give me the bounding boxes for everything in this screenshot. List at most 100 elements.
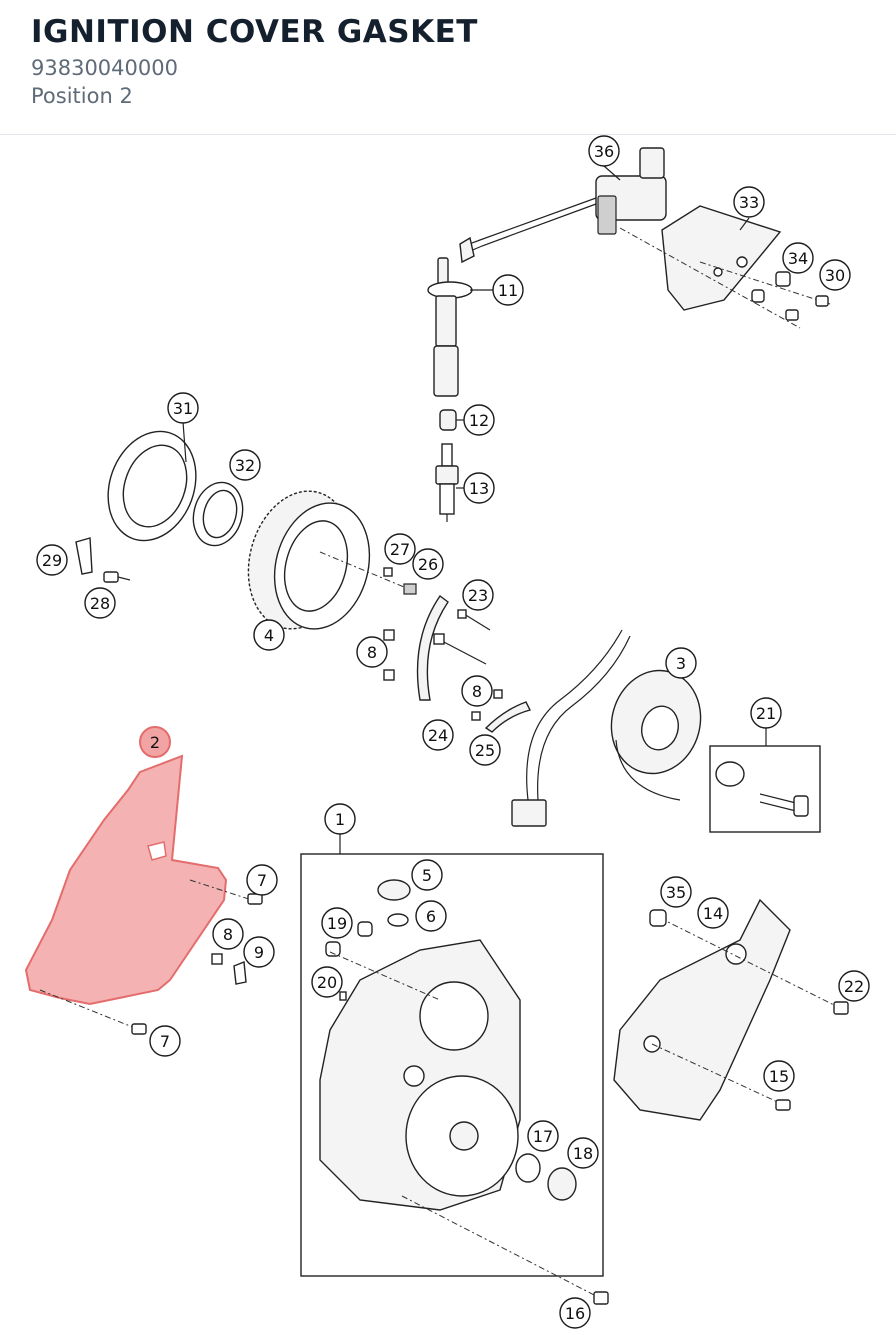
svg-text:9: 9 [254,943,264,962]
callout-9[interactable]: 9 [243,936,275,968]
svg-text:5: 5 [422,866,432,885]
svg-text:36: 36 [594,142,614,161]
svg-text:32: 32 [235,456,255,475]
svg-text:20: 20 [317,973,337,992]
callout-26[interactable]: 26 [412,548,444,580]
kit-box-21 [709,724,821,833]
callout-22[interactable]: 22 [838,970,870,1002]
svg-text:7: 7 [257,871,267,890]
callout-13[interactable]: 13 [463,472,495,504]
svg-text:7: 7 [160,1032,170,1051]
callout-7-lower[interactable]: 7 [149,1025,181,1057]
callout-2[interactable]: 2 [139,726,171,758]
callout-18[interactable]: 18 [567,1137,599,1169]
callout-31[interactable]: 31 [167,392,199,424]
callout-19[interactable]: 19 [321,907,353,939]
cover-small-parts [325,879,577,1201]
callout-28[interactable]: 28 [84,587,116,619]
exploded-parts-diagram: 2 36 33 34 30 11 12 13 31 32 27 26 29 28… [24,135,870,1329]
callout-29[interactable]: 29 [36,544,68,576]
ignition-cover [319,939,521,1211]
svg-text:21: 21 [756,704,776,723]
part-position: Position 2 [31,84,133,108]
callout-17[interactable]: 17 [527,1120,559,1152]
callout-7-upper[interactable]: 7 [246,864,278,896]
flywheel-rotor [247,490,371,630]
flywheel-ring [192,481,244,547]
ignition-cover-gasket-highlight [24,754,228,1006]
svg-text:26: 26 [418,555,438,574]
svg-text:8: 8 [223,925,233,944]
svg-text:13: 13 [469,479,489,498]
chain-guide-25 [484,701,532,733]
callout-23[interactable]: 23 [462,579,494,611]
svg-text:22: 22 [844,977,864,996]
screw-22 [833,1001,849,1015]
callout-30[interactable]: 30 [819,259,851,291]
svg-text:16: 16 [565,1304,585,1323]
svg-text:4: 4 [264,626,274,645]
callout-8-lower[interactable]: 8 [212,918,244,950]
svg-text:12: 12 [469,411,489,430]
svg-text:35: 35 [666,883,686,902]
svg-text:28: 28 [90,594,110,613]
callout-25[interactable]: 25 [469,734,501,766]
svg-text:33: 33 [739,193,759,212]
callout-35[interactable]: 35 [660,876,692,908]
stator-connector [511,799,547,827]
guide-screws [383,609,503,721]
stator [610,669,702,775]
callout-27[interactable]: 27 [384,533,416,565]
svg-text:25: 25 [475,741,495,760]
svg-text:14: 14 [703,904,723,923]
gasket-screws [131,893,263,1035]
spark-plug [435,443,459,522]
callout-21[interactable]: 21 [750,697,782,729]
flywheel-washer [383,567,393,577]
callout-6[interactable]: 6 [415,900,447,932]
svg-text:11: 11 [498,281,518,300]
callout-4[interactable]: 4 [253,619,285,651]
callout-34[interactable]: 34 [782,242,814,274]
svg-text:24: 24 [428,726,448,745]
callout-36[interactable]: 36 [588,135,620,167]
clip-29 [75,537,93,575]
callout-8-upper[interactable]: 8 [356,636,388,668]
callout-1[interactable]: 1 [324,803,356,835]
callout-16[interactable]: 16 [559,1297,591,1329]
svg-text:18: 18 [573,1144,593,1163]
callout-8-middle[interactable]: 8 [461,675,493,707]
part-title: IGNITION COVER GASKET [31,14,478,50]
screw-28 [103,571,131,583]
callout-5[interactable]: 5 [411,859,443,891]
bracket-screws [751,271,829,321]
coil-bracket [661,205,782,311]
spark-plug-sleeve [439,409,457,431]
callout-32[interactable]: 32 [229,449,261,481]
callout-11[interactable]: 11 [492,274,524,306]
ignition-coil [463,147,667,253]
svg-text:30: 30 [825,266,845,285]
part-header: IGNITION COVER GASKET 93830040000 Positi… [0,0,896,135]
svg-text:31: 31 [173,399,193,418]
svg-text:2: 2 [150,733,160,752]
callout-20[interactable]: 20 [311,966,343,998]
flywheel-cover-plate [107,430,197,542]
callout-33[interactable]: 33 [733,186,765,218]
spacer-35 [649,909,667,927]
spark-plug-connector [427,236,475,397]
svg-text:29: 29 [42,551,62,570]
callout-15[interactable]: 15 [763,1060,795,1092]
svg-text:1: 1 [335,810,345,829]
callout-12[interactable]: 12 [463,404,495,436]
svg-text:19: 19 [327,914,347,933]
part-number: 93830040000 [31,56,178,80]
svg-text:6: 6 [426,907,436,926]
callout-14[interactable]: 14 [697,897,729,929]
screw-16 [593,1291,609,1305]
svg-text:27: 27 [390,540,410,559]
svg-text:15: 15 [769,1067,789,1086]
sprocket-cover [613,898,791,1121]
callout-3[interactable]: 3 [665,647,697,679]
callout-24[interactable]: 24 [422,719,454,751]
